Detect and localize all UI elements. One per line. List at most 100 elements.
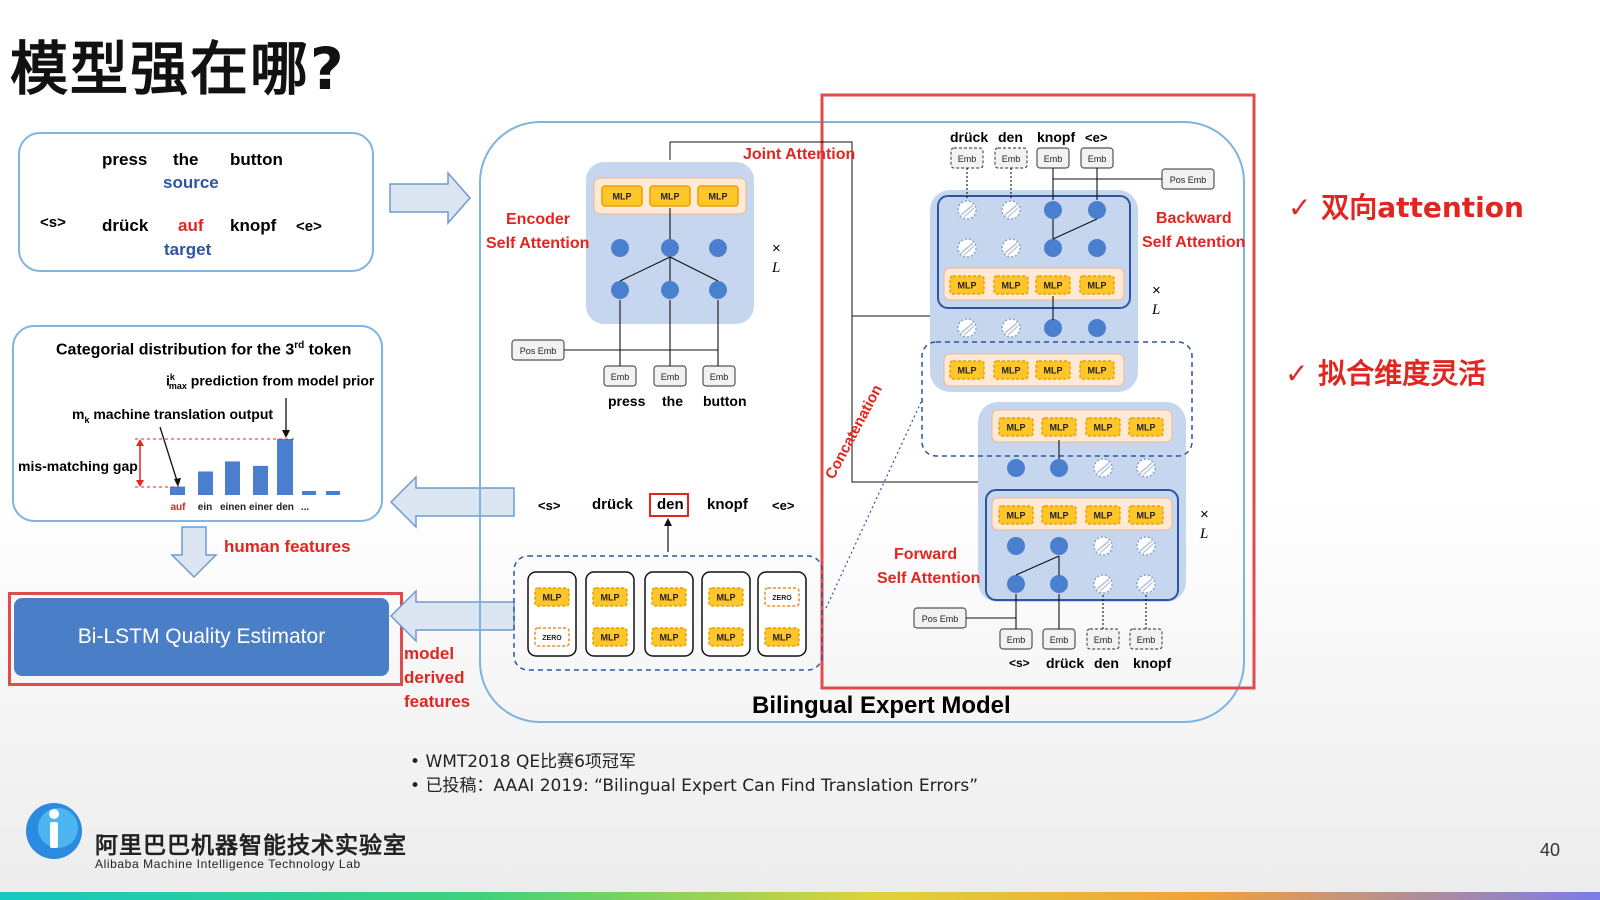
mlp-block [993,360,1029,380]
mlp-block [651,587,687,607]
masked-node-hatch [1139,540,1153,552]
mlp-label: MLP [958,366,977,376]
node [1007,459,1025,477]
mlp-block [592,587,628,607]
masked-node-hatch [1007,325,1019,336]
target-word: <e> [296,218,322,235]
model-title: Bilingual Expert Model [752,692,1011,719]
bar-label: einen [220,502,246,513]
connector [669,256,719,282]
imax-label: ikmax prediction from model prior [166,372,375,392]
output-word: den [657,496,684,513]
mlp-block [1079,275,1115,295]
target-word-highlight: auf [178,216,204,235]
check-bidirectional: ✓ 双向attention [1288,191,1524,224]
mlp-block [1079,360,1115,380]
masked-node-hatch [1096,540,1110,552]
mlp-block [1035,275,1071,295]
source-word: the [173,150,199,169]
forward-input-word: knopf [1133,655,1172,671]
node [661,281,679,299]
masked-node-hatch [1096,462,1110,474]
masked-node-hatch [1007,245,1019,256]
emb-label: Emb [1088,154,1107,164]
masked-node-hatch [1099,581,1111,592]
source-label: source [163,173,219,192]
mlp-block [601,185,643,207]
times-symbol: × [772,240,781,257]
connector [1015,555,1060,576]
times-symbol: × [1152,282,1161,299]
masked-node-hatch [960,322,974,334]
node [661,239,679,257]
emb-label: Emb [1050,635,1069,645]
mlp-label: MLP [1088,281,1107,291]
connector [1052,218,1098,240]
node [611,239,629,257]
l-symbol: L [1152,302,1161,318]
mlp-label: MLP [601,633,620,643]
zero-label: ZERO [772,595,792,602]
masked-node-hatch [1004,242,1018,254]
bar-label: den [276,502,294,513]
backward-input-word: drück [950,129,989,145]
output-word: <s> [538,498,561,513]
zero-block [764,587,800,607]
l-symbol: L [1200,526,1209,542]
node [709,281,727,299]
masked-node-hatch [1142,543,1154,554]
backward-label-1: Backward [1156,210,1232,227]
bullet-item: • 已投稿：AAAI 2019: “Bilingual Expert Can F… [410,776,979,796]
mlp-label: MLP [1094,423,1113,433]
connector [619,256,671,282]
mlp-label: MLP [660,593,679,603]
mlp-label: MLP [1007,423,1026,433]
mlp-block [592,627,628,647]
distribution-bar [326,491,340,495]
mlp-block [993,275,1029,295]
distribution-bar [198,471,213,495]
mlp-label: MLP [717,593,736,603]
node [1007,537,1025,555]
forward-input-word: den [1094,655,1119,671]
joint-attention-label: Joint Attention [743,146,856,163]
forward-label-1: Forward [894,546,958,563]
mlp-label: MLP [613,192,632,202]
masked-node-hatch [963,325,975,336]
node [611,281,629,299]
bar-label: ... [301,502,310,513]
forward-input-word: <s> [1009,656,1030,670]
times-symbol: × [1200,506,1209,523]
zero-block [534,627,570,647]
masked-node-hatch [1099,543,1111,554]
masked-node-hatch [1007,207,1019,218]
categorial-distribution-box [12,325,383,522]
page-number: 40 [1539,840,1560,860]
backward-label-2: Self Attention [1142,234,1246,251]
mlp-label: MLP [1002,366,1021,376]
masked-node-hatch [1004,204,1018,216]
qe-highlight-frame [8,592,403,686]
node [1050,575,1068,593]
den-highlight-box [649,493,689,517]
bar-label: auf [171,502,187,513]
pos-emb-label: Pos Emb [922,614,959,624]
node [1088,319,1106,337]
distribution-bar [277,439,293,495]
encoder-label-2: Self Attention [486,235,590,252]
mlp-label: MLP [1094,511,1113,521]
model-features-label-3: features [404,692,471,711]
distribution-bar [253,465,268,495]
target-word: knopf [230,216,277,235]
emb-label: Emb [1002,154,1021,164]
mlp-label: MLP [601,593,620,603]
concat-frame [921,341,1193,457]
mlp-label: MLP [1002,281,1021,291]
decoder-highlight-frame [820,93,1256,690]
mlp-block [1085,417,1121,437]
source-word: button [230,150,283,169]
mlp-label: MLP [1007,511,1026,521]
emb-label: Emb [1137,635,1156,645]
l-symbol: L [772,260,781,276]
